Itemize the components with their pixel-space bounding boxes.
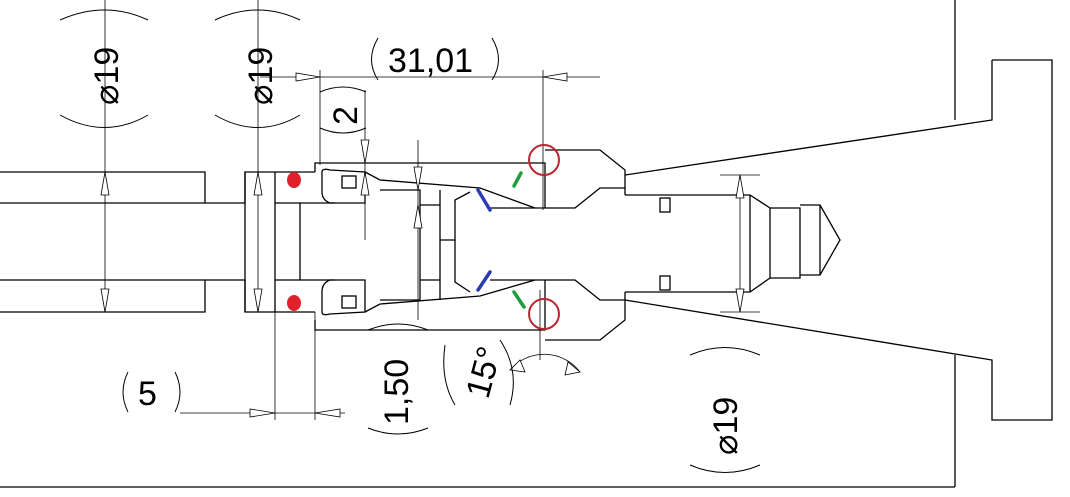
dim-length-top: 31,01	[388, 42, 473, 80]
red-dot-marker-bottom	[287, 295, 301, 311]
blue-marker-top	[476, 188, 492, 212]
red-dot-marker-top	[287, 172, 301, 188]
dim-diameter-right: ⌀19	[707, 397, 745, 455]
green-marker-bottom	[512, 290, 526, 309]
central-body	[314, 162, 546, 331]
green-marker-top	[512, 171, 523, 188]
dim-angle: 15°	[459, 343, 509, 403]
dim-offset-left: 5	[138, 375, 157, 413]
dim-thickness: 1,50	[378, 359, 416, 425]
dim-gap-small: 2	[327, 106, 365, 125]
red-circle-marker-bottom	[528, 298, 560, 330]
dim-diameter-left-inner: ⌀19	[242, 47, 280, 105]
red-circle-marker-top	[528, 144, 560, 176]
markers	[287, 144, 560, 330]
dimension-labels: ⌀19 ⌀19 31,01 2 5 1,50 15° ⌀19	[88, 42, 745, 455]
dim-diameter-left-outer: ⌀19	[88, 47, 126, 105]
right-nut	[545, 149, 841, 341]
right-tool-block	[624, 59, 1053, 421]
left-shaft	[0, 171, 335, 313]
blue-marker-bottom	[476, 270, 492, 292]
arrowheads	[100, 72, 745, 418]
reference-brackets	[59, 9, 761, 473]
frame	[0, 0, 956, 488]
